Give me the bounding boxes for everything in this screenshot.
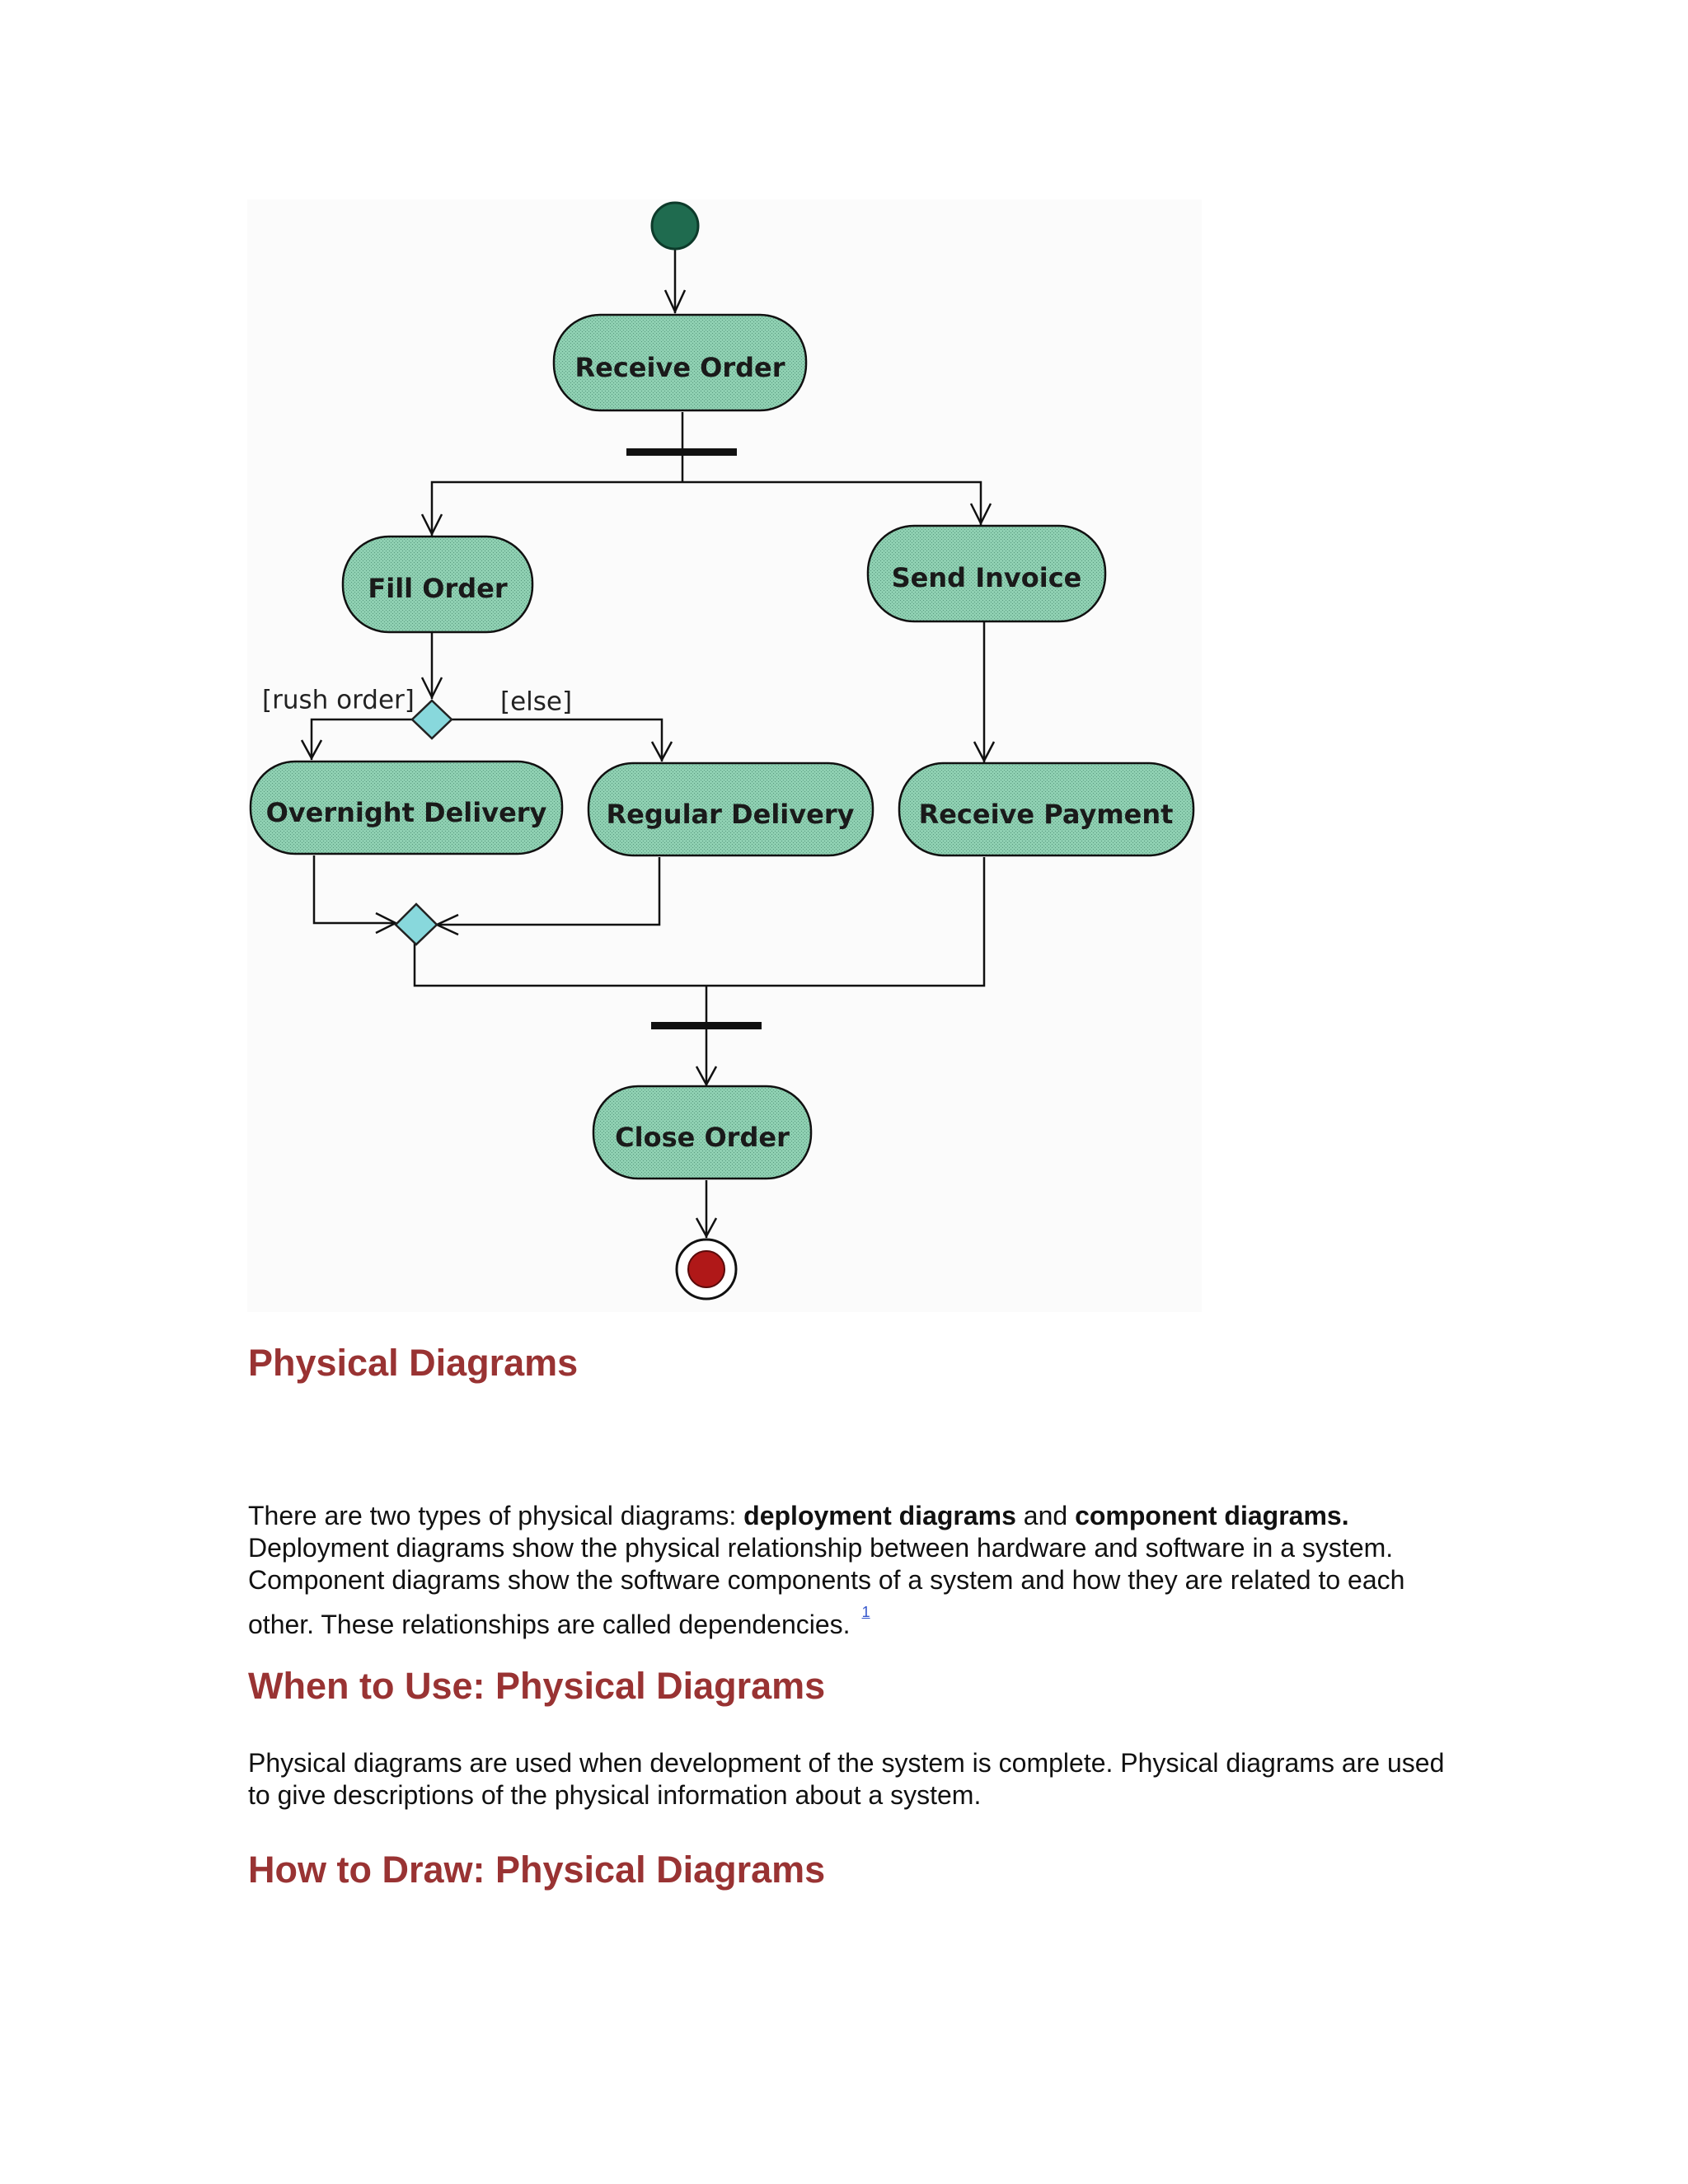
footnote-link[interactable]: 1 bbox=[861, 1604, 870, 1620]
activity-close-order: Close Order bbox=[592, 1085, 813, 1180]
connectors bbox=[300, 249, 996, 1239]
section-heading-when-to-use: When to Use: Physical Diagrams bbox=[248, 1665, 826, 1707]
activity-label: Receive Order bbox=[574, 352, 785, 383]
guard-else: [else] bbox=[500, 687, 572, 717]
guard-rush-order: [rush order] bbox=[262, 686, 415, 715]
text-run: There are two types of physical diagrams… bbox=[248, 1501, 744, 1530]
section-heading-how-to-draw: How to Draw: Physical Diagrams bbox=[248, 1849, 826, 1891]
text-run: and bbox=[1015, 1501, 1076, 1530]
activity-send-invoice: Send Invoice bbox=[866, 524, 1107, 623]
activity-label: Fill Order bbox=[368, 573, 508, 604]
activity-overnight-delivery: Overnight Delivery bbox=[249, 760, 564, 855]
section-heading-physical-diagrams: Physical Diagrams bbox=[248, 1342, 579, 1384]
physical-diagrams-paragraph: There are two types of physical diagrams… bbox=[248, 1500, 1451, 1641]
start-node bbox=[650, 201, 700, 251]
when-to-use-paragraph: Physical diagrams are used when developm… bbox=[248, 1748, 1445, 1810]
end-node bbox=[675, 1238, 738, 1301]
activity-label: Receive Payment bbox=[919, 799, 1174, 830]
decision-diamond bbox=[410, 699, 453, 740]
fork-bar bbox=[626, 448, 737, 456]
activity-label: Overnight Delivery bbox=[266, 797, 547, 828]
bold-deployment-diagrams: deployment diagrams bbox=[743, 1501, 1016, 1530]
activity-receive-order: Receive Order bbox=[552, 313, 808, 412]
merge-diamond bbox=[394, 902, 438, 946]
activity-diagram: Receive Order Fill Order Send Invoice Ov… bbox=[249, 201, 1195, 1301]
join-bar bbox=[651, 1022, 762, 1029]
activity-label: Send Invoice bbox=[892, 562, 1082, 593]
activity-fill-order: Fill Order bbox=[341, 535, 534, 634]
bold-component-diagrams: component diagrams. bbox=[1075, 1501, 1349, 1530]
activity-receive-payment: Receive Payment bbox=[898, 762, 1195, 857]
activity-label: Close Order bbox=[615, 1122, 790, 1153]
activity-label: Regular Delivery bbox=[607, 799, 855, 830]
text-run: Deployment diagrams show the physical re… bbox=[248, 1533, 1405, 1639]
activity-regular-delivery: Regular Delivery bbox=[587, 762, 874, 857]
